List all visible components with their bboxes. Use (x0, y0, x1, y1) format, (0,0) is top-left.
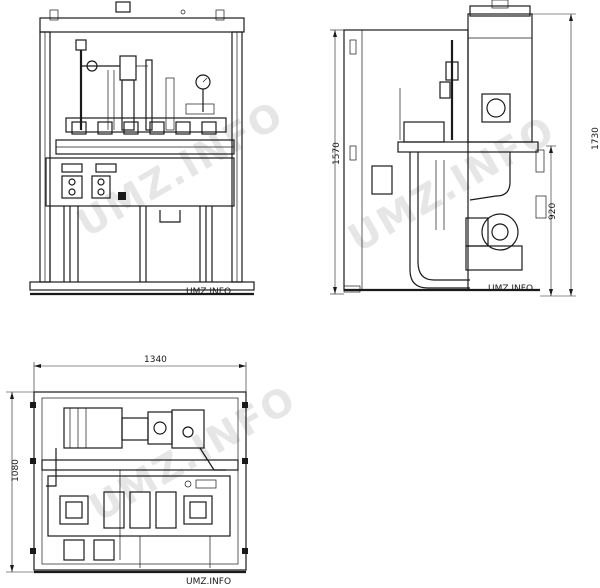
dim-total-height: 1570 (332, 142, 342, 165)
watermark-side: UMZ.INFO (488, 284, 533, 294)
dim-overall-height: 1730 (591, 127, 600, 150)
dim-width: 1340 (144, 355, 167, 365)
dim-depth: 1080 (11, 459, 21, 482)
watermark-front: UMZ.INFO (186, 287, 231, 297)
plan-view: UMZ.INFO (6, 355, 304, 587)
svg-text:UMZ.INFO: UMZ.INFO (82, 377, 304, 531)
side-view: UMZ.INFO U (330, 0, 600, 297)
watermark-plan: UMZ.INFO (186, 577, 231, 587)
manifold-valves (71, 121, 217, 135)
plan-valves (59, 491, 213, 529)
dim-lower-height: 920 (548, 203, 558, 220)
svg-text:UMZ.INFO: UMZ.INFO (69, 92, 291, 246)
front-view: UMZ.INFO (29, 1, 291, 297)
